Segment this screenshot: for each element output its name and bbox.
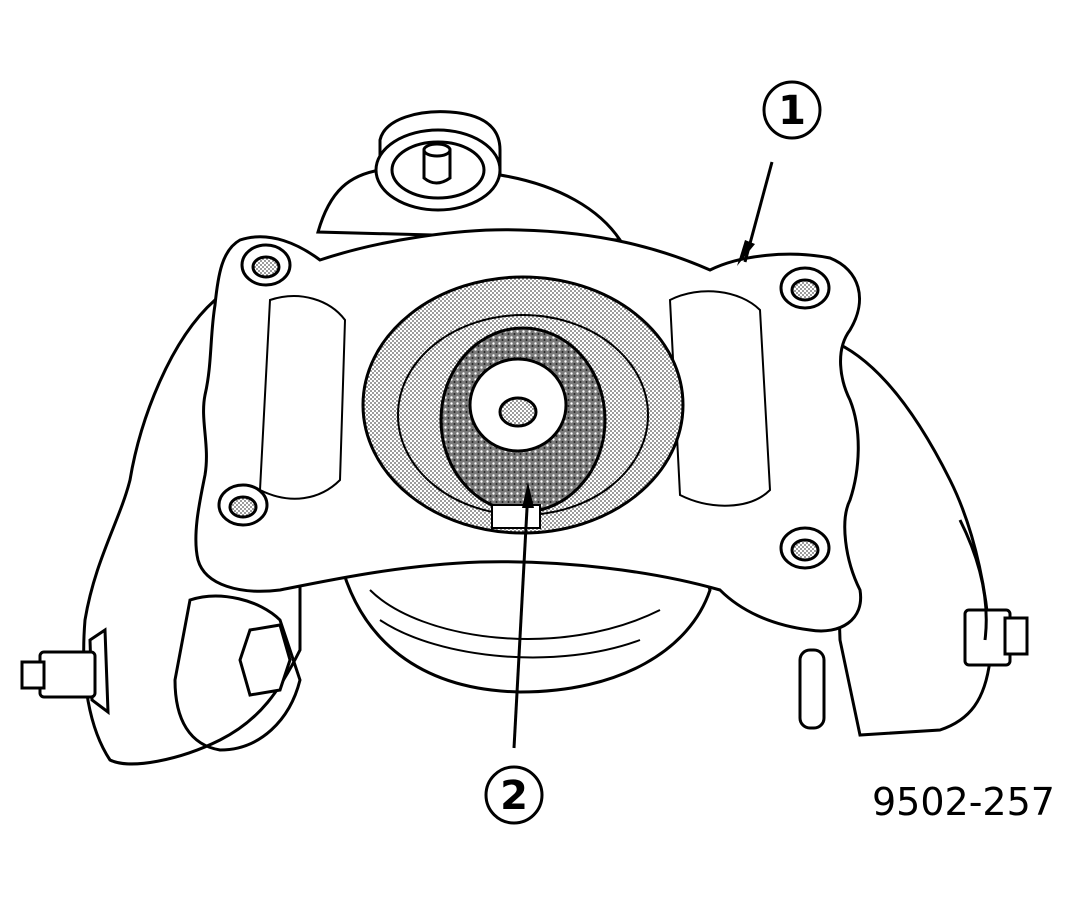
right-bracket bbox=[798, 337, 1029, 737]
callout-1-label: 1 bbox=[778, 88, 806, 134]
mounting-holes bbox=[217, 243, 831, 570]
hub-bearing-seal bbox=[361, 275, 685, 535]
lower-body bbox=[338, 558, 712, 694]
upper-stud-boss bbox=[316, 110, 623, 242]
figure-id: 9502-257 bbox=[872, 780, 1055, 824]
callout-2: 2 bbox=[484, 482, 544, 825]
callout-1: 1 bbox=[737, 80, 822, 266]
callout-2-label: 2 bbox=[500, 773, 528, 819]
